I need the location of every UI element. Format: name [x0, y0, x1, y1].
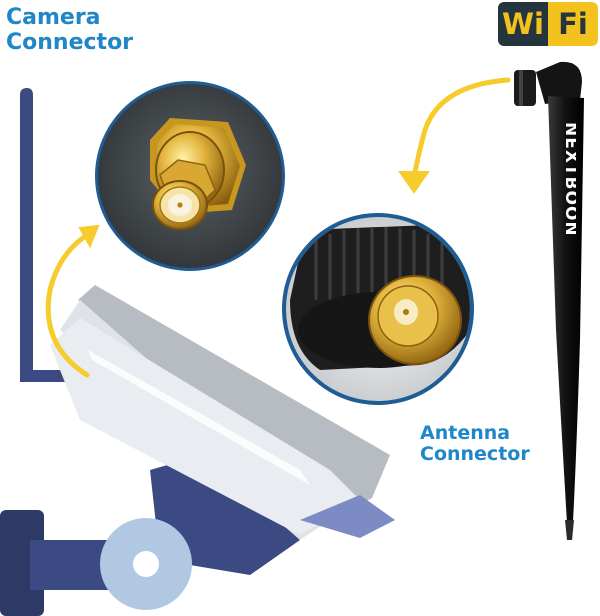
arrow-icon: [45, 224, 100, 378]
antenna-icon: [514, 61, 584, 540]
antenna-label-line1: Antenna: [420, 422, 511, 444]
wifi-badge-icon: Wi Fi: [498, 2, 598, 46]
camera-connector-label: Camera Connector: [6, 5, 134, 55]
antenna-connector-photo: [282, 213, 474, 405]
camera-label-line1: Camera: [6, 5, 101, 30]
wifi-badge-wi: Wi: [498, 2, 548, 46]
camera-connector-photo: [95, 81, 285, 271]
wifi-badge-fi: Fi: [548, 2, 598, 46]
arrow-icon-2: [398, 77, 511, 194]
camera-icon: [0, 88, 395, 616]
svg-text:NEXTBOON: NEXTBOON: [561, 122, 576, 237]
antenna-brand-text: NEXTBOON: [561, 122, 576, 237]
antenna-connector-label: Antenna Connector: [420, 422, 530, 466]
camera-label-line2: Connector: [6, 29, 134, 55]
antenna-label-line2: Connector: [420, 443, 530, 466]
